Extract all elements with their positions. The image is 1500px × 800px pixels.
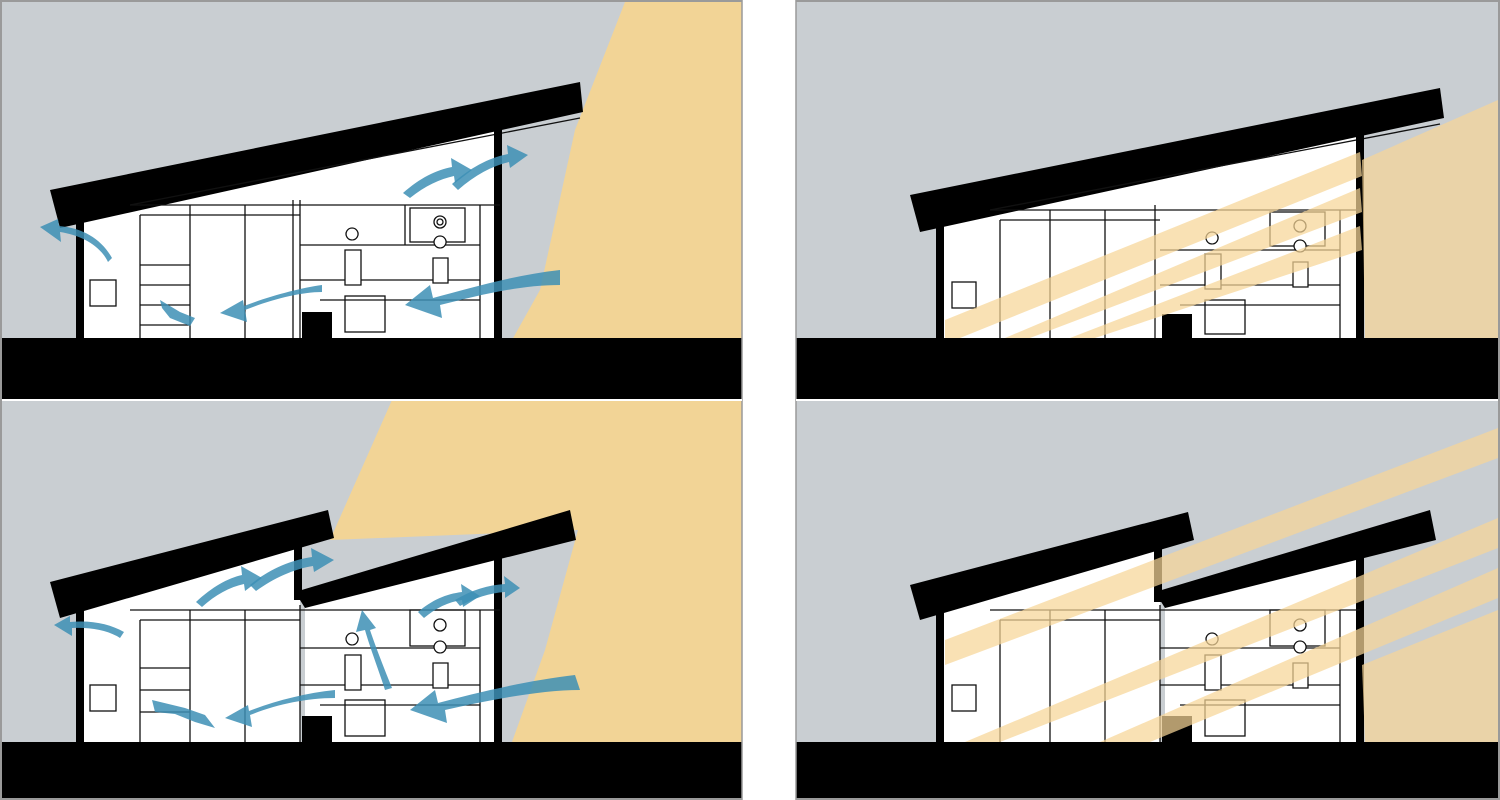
roof-shed-right [295, 510, 576, 608]
wall-post-right [494, 124, 502, 338]
airflow-arrow-icon [403, 158, 472, 198]
airflow-arrows [40, 145, 560, 326]
chair-icon [344, 699, 386, 737]
wall-post-left [76, 205, 84, 338]
wall-post-left [76, 600, 84, 742]
sun-ray-icon [1362, 610, 1498, 742]
roof-shed-left [910, 512, 1194, 620]
person-icon [344, 632, 362, 691]
house-section [80, 130, 500, 338]
airflow-arrow-icon [220, 285, 322, 322]
panel-gutter [742, 0, 796, 800]
airflow-arrow-icon [54, 616, 124, 638]
sun-ray-icon [945, 152, 1362, 338]
roof-shed-left [50, 510, 334, 618]
airflow-arrow-icon [418, 584, 480, 618]
roof-shed [910, 88, 1444, 232]
airflow-arrow-icon [455, 576, 520, 606]
panel-bottom-right-daylight [796, 400, 1498, 798]
airflow-arrow-icon [452, 145, 528, 190]
panel-top-right-daylight [796, 2, 1498, 400]
ground [2, 742, 742, 798]
sun-rays [945, 100, 1498, 338]
panel-top-left-ventilation [2, 2, 742, 400]
sun-ray-icon [965, 518, 1498, 742]
sunlight-wedge [330, 400, 742, 742]
sun-ray-icon [1362, 100, 1498, 338]
chair-icon [1204, 299, 1246, 335]
ground [796, 742, 1498, 798]
sun-ray-icon [1070, 226, 1362, 338]
airflow-arrow-icon [250, 548, 334, 591]
wall-post-right [494, 548, 502, 742]
stove-block [302, 312, 332, 338]
sunlight-wedge [512, 2, 742, 340]
roof-shed-right [1155, 510, 1436, 608]
airflow-arrows [54, 548, 580, 728]
sun-ray-icon [1005, 188, 1362, 338]
ground [796, 338, 1498, 400]
airflow-arrow-icon [160, 300, 195, 326]
sun-ray-icon [945, 428, 1498, 665]
person-icon [432, 640, 449, 689]
airflow-arrow-icon [410, 675, 580, 723]
airflow-arrow-icon [152, 700, 215, 728]
person-icon [432, 235, 449, 284]
chair-icon [344, 295, 386, 333]
roof-shed [50, 82, 583, 228]
person-icon [344, 227, 362, 286]
airflow-arrow-icon [196, 566, 262, 607]
airflow-arrow-icon [40, 219, 112, 262]
sun-ray-icon [1100, 568, 1498, 742]
wall-post-left [936, 600, 944, 742]
stove-block [302, 716, 332, 742]
wall-post-left [936, 210, 944, 338]
airflow-arrow-icon [405, 270, 560, 318]
wall-post-mid [294, 540, 302, 600]
sun-rays [945, 428, 1498, 742]
airflow-arrow-icon [225, 690, 335, 727]
ground [2, 338, 742, 400]
airflow-arrow-icon [356, 610, 392, 690]
panel-bottom-left-ventilation [2, 400, 742, 798]
stove-block [1162, 314, 1192, 338]
